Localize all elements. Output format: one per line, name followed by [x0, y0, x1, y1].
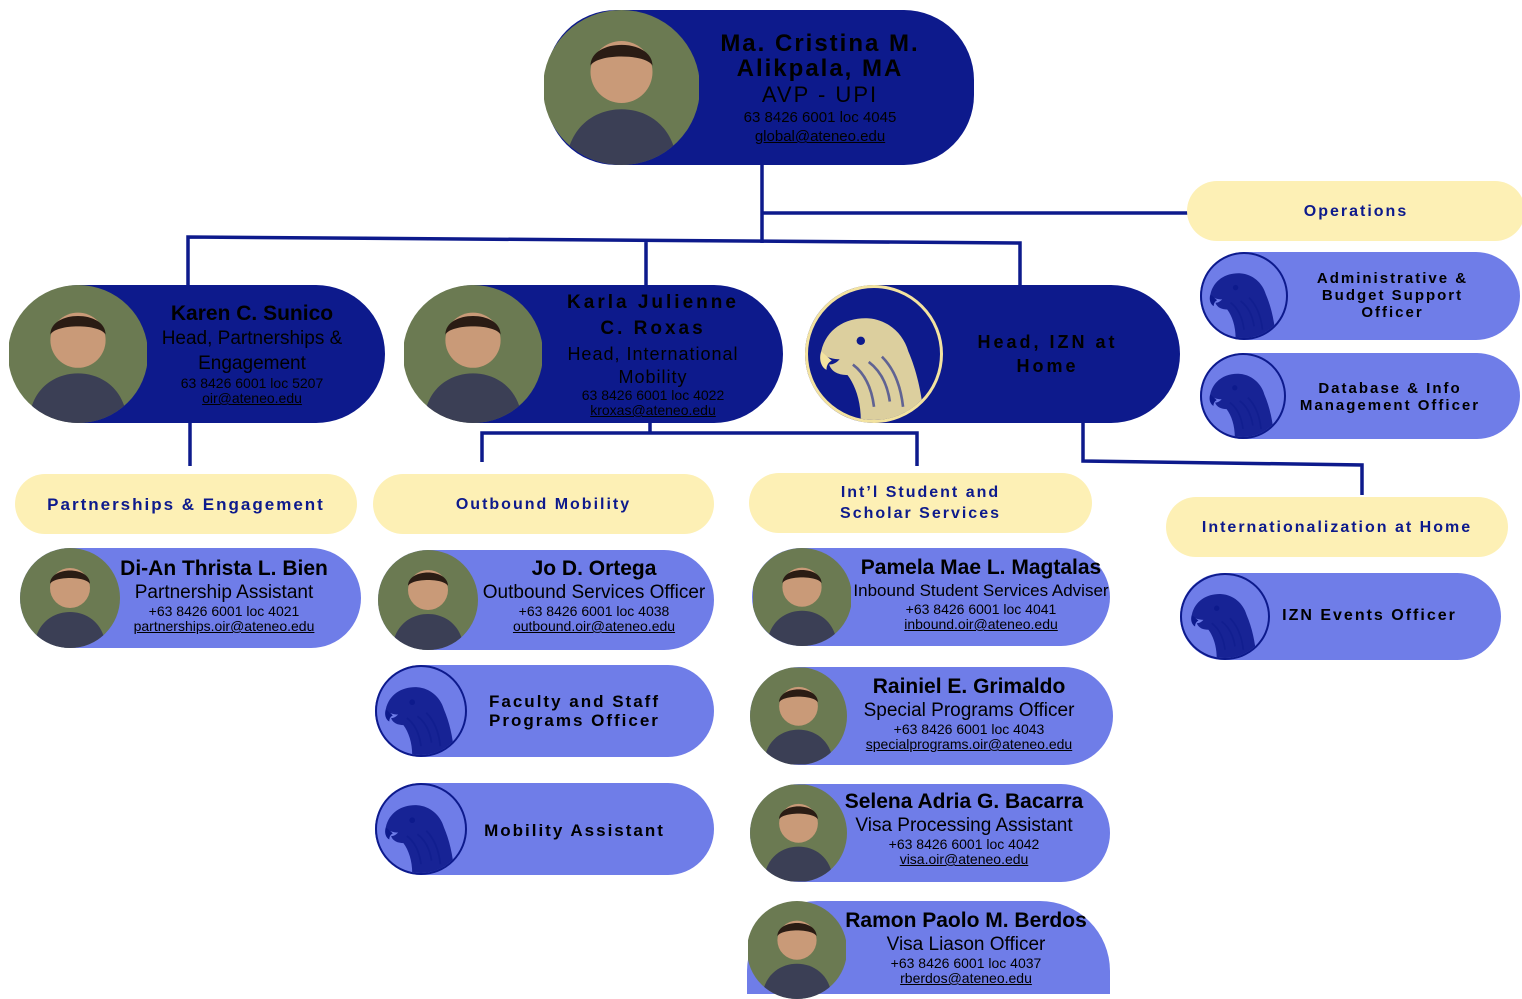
rainiel-name: Rainiel E. Grimaldo: [872, 675, 1066, 698]
ops-staff-admin-title: Administrative & Budget Support Officer: [1316, 269, 1469, 321]
ramon-name: Ramon Paolo M. Berdos: [845, 909, 1087, 932]
avp-name-line2: Alikpala, MA: [736, 55, 904, 82]
avp-name-line1: Ma. Cristina M.: [720, 30, 920, 57]
dian-name: Di-An Thrista L. Bien: [120, 557, 328, 580]
karen-role-line1: Head, Partnerships &: [161, 328, 343, 349]
dian-phone: +63 8426 6001 loc 4021: [148, 603, 300, 619]
connector-karla-to-sections: [480, 422, 919, 466]
grimaldo-photo: [750, 667, 847, 765]
hawk-icon: [1200, 353, 1286, 439]
mobility-assistant-title: Mobility Assistant: [484, 820, 665, 840]
izn-events-title: IZN Events Officer: [1282, 606, 1457, 624]
section-partnerships: Partnerships & Engagement: [15, 474, 357, 534]
ortega-photo: [378, 550, 478, 650]
hawk-icon: [805, 285, 943, 423]
dian-role: Partnership Assistant: [134, 582, 314, 603]
section-intl-line2: Scholar Services: [840, 505, 1001, 522]
jo-email[interactable]: outbound.oir@ateneo.edu: [512, 618, 676, 634]
rainiel-phone: +63 8426 6001 loc 4043: [893, 721, 1045, 737]
avp-phone: 63 8426 6001 loc 4045: [743, 109, 897, 126]
faculty-staff-title: Faculty and Staff Programs Officer: [489, 692, 660, 730]
rainiel-role: Special Programs Officer: [863, 700, 1075, 721]
pamela-email[interactable]: inbound.oir@ateneo.edu: [904, 616, 1058, 632]
connector-izn-to-internationalization: [1081, 422, 1364, 495]
karla-phone: 63 8426 6001 loc 4022: [581, 387, 725, 403]
pamela-name: Pamela Mae L. Magtalas: [860, 556, 1102, 579]
ramon-role: Visa Liason Officer: [886, 934, 1046, 955]
connector-head-to-heads: [186, 235, 1022, 285]
avp-role: AVP - UPI: [761, 82, 879, 107]
jo-name: Jo D. Ortega: [531, 557, 657, 580]
selena-email[interactable]: visa.oir@ateneo.edu: [899, 851, 1029, 867]
pamela-phone: +63 8426 6001 loc 4041: [905, 601, 1057, 617]
connector-head-to-operations: [760, 165, 1188, 243]
jo-phone: +63 8426 6001 loc 4038: [518, 603, 670, 619]
karen-email[interactable]: oir@ateneo.edu: [202, 390, 302, 406]
section-intl-student: Int’l Student and Scholar Services: [749, 473, 1092, 533]
hawk-icon: [375, 783, 467, 875]
section-izn: Internationalization at Home: [1166, 497, 1508, 557]
karen-role-line2: Engagement: [198, 353, 306, 374]
jo-role: Outbound Services Officer: [482, 582, 706, 603]
avp-email[interactable]: global@ateneo.edu: [754, 128, 886, 145]
berdos-photo: [747, 901, 847, 999]
rainiel-email[interactable]: specialprograms.oir@ateneo.edu: [865, 736, 1073, 752]
bien-photo: [20, 548, 120, 648]
hawk-icon: [375, 665, 467, 757]
ops-staff-database-title: Database & Info Management Officer: [1299, 380, 1481, 414]
alikpala-photo: [543, 10, 700, 165]
dian-email[interactable]: partnerships.oir@ateneo.edu: [133, 618, 315, 634]
section-operations: Operations: [1187, 181, 1522, 241]
sunico-photo: [8, 285, 148, 423]
pamela-role: Inbound Student Services Adviser: [853, 581, 1109, 600]
section-outbound: Outbound Mobility: [373, 474, 714, 534]
bacarra-photo: [750, 784, 847, 882]
selena-name: Selena Adria G. Bacarra: [844, 790, 1084, 813]
karla-role-line2: Mobility: [618, 367, 688, 387]
karla-name-line1: Karla Julienne: [567, 292, 739, 313]
karla-email[interactable]: kroxas@ateneo.edu: [590, 402, 716, 418]
roxas-photo: [403, 285, 543, 423]
magtalas-photo: [752, 548, 852, 646]
section-intl-line1: Int’l Student and: [840, 484, 1001, 501]
izn-head-role-line2: Home: [1016, 356, 1079, 376]
selena-role: Visa Processing Assistant: [855, 815, 1073, 836]
karen-phone: 63 8426 6001 loc 5207: [180, 375, 324, 391]
karla-role-line1: Head, International: [567, 344, 739, 364]
karen-name: Karen C. Sunico: [170, 302, 334, 325]
hawk-icon: [1180, 573, 1270, 660]
ramon-phone: +63 8426 6001 loc 4037: [890, 955, 1042, 971]
selena-phone: +63 8426 6001 loc 4042: [888, 836, 1040, 852]
izn-head-role-line1: Head, IZN at: [977, 332, 1118, 352]
karla-name-line2: C. Roxas: [600, 318, 706, 339]
ramon-email[interactable]: rberdos@ateneo.edu: [900, 970, 1032, 986]
hawk-icon: [1200, 252, 1288, 340]
